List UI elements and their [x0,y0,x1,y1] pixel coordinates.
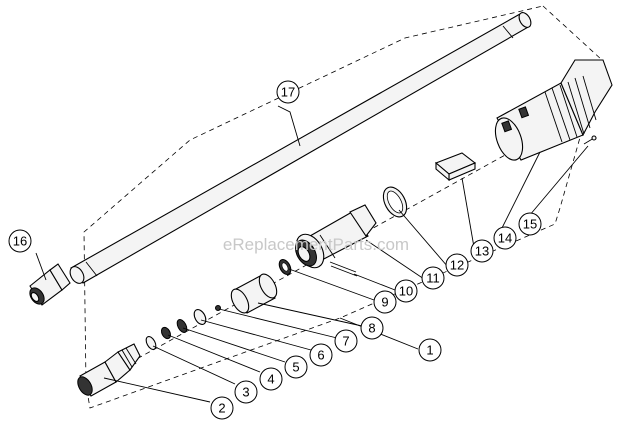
callout-1-label: 1 [426,343,433,358]
callout-5: 5 [284,355,308,379]
callout-14: 14 [493,226,517,250]
callout-15: 15 [518,212,542,236]
part-5-o-ring [176,319,188,333]
callout-17-label: 17 [281,85,295,100]
part-15-pin [583,135,597,145]
part-11-valve-body [295,204,377,269]
callout-1: 1 [418,338,442,362]
callout-15-label: 15 [523,217,537,232]
callout-13: 13 [470,239,494,263]
callout-9: 9 [373,290,397,314]
callout-6-label: 6 [317,348,324,363]
part-13-block [434,152,477,182]
callout-4-label: 4 [267,372,274,387]
callout-2-label: 2 [218,401,225,416]
part-16-fitting [29,263,71,306]
callout-2: 2 [210,396,234,420]
part-6-washer [193,309,207,325]
callout-3: 3 [234,380,258,404]
part-17-extension-tube [69,12,532,284]
part-4-o-ring [160,326,172,340]
callout-10-label: 10 [399,284,413,299]
callout-3-label: 3 [242,385,249,400]
callout-11: 11 [421,266,445,290]
part-7-ball [215,305,221,311]
callout-16-label: 16 [13,234,27,249]
callout-8-label: 8 [368,321,375,336]
callout-4: 4 [259,367,283,391]
callout-13-label: 13 [475,244,489,259]
part-14-nozzle-housing [494,59,613,161]
callout-9-label: 9 [381,295,388,310]
callout-12-label: 12 [450,258,464,273]
watermark-text: eReplacementParts.com [223,235,409,254]
callout-10: 10 [394,279,418,303]
callout-14-label: 14 [498,231,512,246]
callout-6: 6 [309,343,333,367]
callout-17: 17 [276,80,300,104]
part-10-spring-pin [329,261,358,277]
callout-12: 12 [445,253,469,277]
part-2-inlet-fitting [77,343,141,397]
callout-7-label: 7 [342,334,349,349]
callout-16: 16 [8,229,32,253]
leader-lines [35,105,589,403]
assembly-boundary [83,5,603,409]
callout-11-label: 11 [426,271,440,286]
callout-7: 7 [334,329,358,353]
part-8-sleeve [230,273,278,314]
callout-8: 8 [360,316,384,340]
callout-5-label: 5 [292,360,299,375]
